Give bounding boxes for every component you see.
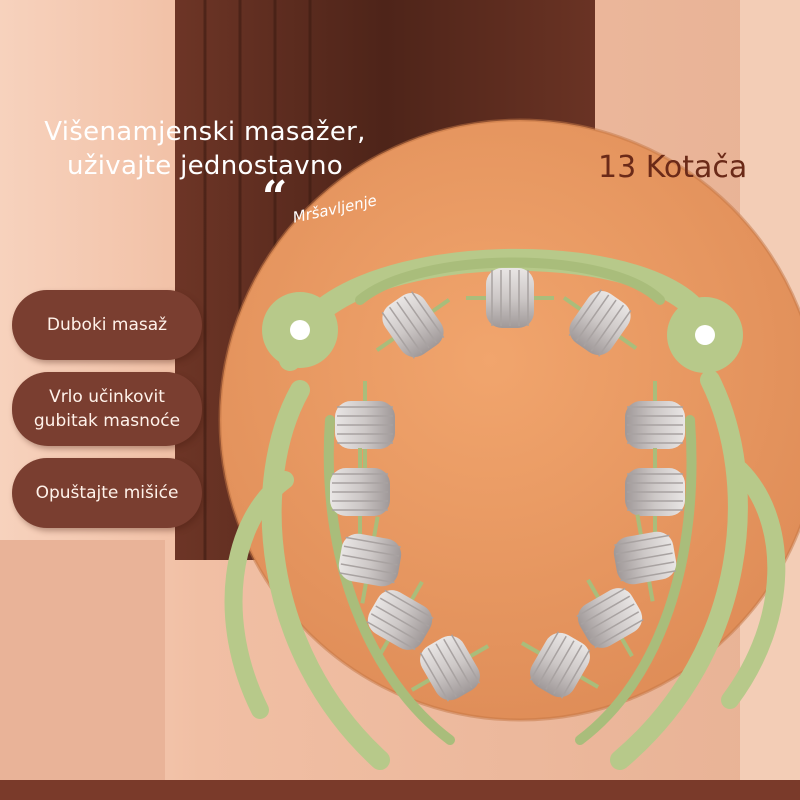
- headline-line-2: uživajte jednostavno: [67, 151, 343, 181]
- frame-joints: [262, 292, 743, 373]
- roller-wheel: [466, 268, 554, 328]
- feature-label: Vrlo učinkovit gubitak masnoće: [33, 387, 181, 431]
- massager-frame: [224, 248, 786, 770]
- feature-pill-relax-muscles: Opuštajte mišiće: [12, 458, 202, 528]
- roller-wheel: [520, 631, 600, 699]
- wheel-count-label: 13 Kotača: [598, 150, 748, 185]
- roller-wheel: [330, 448, 390, 536]
- feature-label: Opuštajte mišiće: [35, 483, 179, 503]
- roller-wheel: [410, 634, 490, 702]
- roller-wheel: [366, 580, 434, 660]
- roller-wheel: [576, 578, 644, 658]
- roller-wheel: [335, 381, 395, 469]
- headline-line-1: Višenamjenski masažer,: [44, 117, 366, 147]
- feature-pill-fat-loss: Vrlo učinkovit gubitak masnoće: [12, 372, 202, 446]
- roller-wheel: [375, 291, 451, 359]
- roller-wheel: [625, 381, 685, 469]
- roller-wheel: [562, 289, 638, 357]
- roller-wheel: [338, 516, 402, 604]
- feature-pill-deep-massage: Duboki masaž: [12, 290, 202, 360]
- quote-icon: “: [262, 172, 288, 223]
- floor-strip: [0, 780, 800, 800]
- left-niche: [0, 540, 165, 780]
- massage-rollers: [330, 268, 685, 702]
- roller-wheel: [613, 514, 677, 602]
- feature-label: Duboki masaž: [46, 315, 168, 335]
- roller-wheel: [625, 448, 685, 536]
